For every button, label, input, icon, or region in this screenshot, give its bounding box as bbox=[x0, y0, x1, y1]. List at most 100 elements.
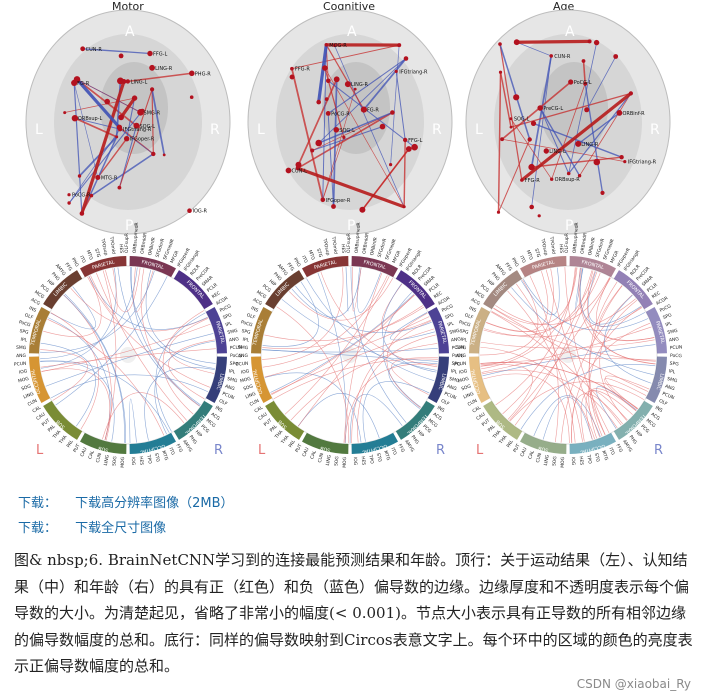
node-label: FFG-R bbox=[295, 67, 310, 73]
chord bbox=[40, 348, 216, 368]
region-label: TPO bbox=[585, 453, 593, 464]
lobe-segment bbox=[645, 307, 667, 354]
region-label: MCG bbox=[473, 289, 486, 300]
region-label: ORBsupmedR bbox=[572, 222, 580, 253]
lobe-label: SUB bbox=[277, 418, 289, 430]
region-label: IOG bbox=[241, 368, 251, 375]
chord bbox=[598, 285, 643, 328]
node bbox=[390, 110, 395, 115]
chord bbox=[284, 276, 390, 415]
region-label: THA bbox=[279, 433, 290, 446]
side-label-left: L bbox=[258, 443, 266, 458]
region-label: PCUN bbox=[236, 361, 249, 368]
region-label: PCG bbox=[261, 283, 272, 294]
node bbox=[333, 44, 337, 48]
region-label: OLF bbox=[246, 312, 257, 321]
lobe-segment bbox=[569, 256, 616, 278]
node-label: IFGoper-R bbox=[130, 137, 155, 143]
brain-panel-motor bbox=[25, 9, 231, 235]
node-label: CUN-R bbox=[86, 47, 103, 53]
lobe-label: SUB bbox=[495, 418, 507, 430]
download-fullsize-link[interactable]: 下载全尺寸图像 bbox=[75, 521, 167, 536]
edge bbox=[74, 117, 118, 138]
region-label: ANG bbox=[238, 353, 249, 359]
chord bbox=[483, 298, 636, 338]
region-label: MTG bbox=[382, 450, 391, 462]
region-label: PCUN bbox=[14, 361, 27, 368]
region-label: SPG bbox=[229, 361, 239, 368]
region-label: ACG bbox=[252, 297, 264, 307]
node-label: ORBsup-R bbox=[555, 177, 581, 183]
chord bbox=[273, 358, 438, 400]
chord bbox=[262, 281, 319, 347]
region-label: PHG bbox=[490, 271, 501, 282]
region-label: OLFsupR bbox=[564, 233, 570, 253]
region-label: FFG bbox=[285, 262, 295, 273]
chord bbox=[47, 319, 165, 436]
region-label: ORBmidR bbox=[361, 232, 370, 254]
node-label: CUN-L bbox=[291, 169, 307, 175]
edge bbox=[74, 117, 121, 130]
chord bbox=[290, 343, 438, 421]
region-label: INS bbox=[250, 305, 260, 314]
region-label: LING bbox=[325, 454, 333, 466]
region-label: ACGR bbox=[655, 295, 669, 306]
chord bbox=[349, 394, 403, 444]
region-label: MOG bbox=[458, 376, 471, 385]
chord bbox=[168, 339, 215, 400]
lobe-segment bbox=[29, 307, 51, 354]
download-label: 下载： bbox=[18, 521, 58, 536]
node-label: FG-R bbox=[367, 108, 380, 114]
chord bbox=[102, 270, 117, 440]
node bbox=[125, 79, 130, 84]
node bbox=[403, 56, 409, 61]
node-label: FFG-R bbox=[525, 178, 540, 184]
region-label: IPL bbox=[460, 337, 468, 344]
region-label: FFG bbox=[63, 262, 73, 273]
region-label: PCG bbox=[39, 283, 50, 294]
posterior-marker: P bbox=[565, 218, 573, 234]
node bbox=[575, 140, 582, 147]
edge bbox=[322, 137, 345, 200]
region-label: CAL bbox=[253, 405, 264, 415]
node bbox=[104, 98, 110, 105]
lobe-segment bbox=[265, 400, 305, 440]
lobe-segment bbox=[483, 270, 523, 310]
chord bbox=[90, 268, 118, 314]
lobe-label: PARIETAL bbox=[214, 320, 226, 344]
chord bbox=[264, 316, 430, 378]
chord bbox=[520, 364, 656, 430]
chord bbox=[262, 267, 344, 360]
region-label: FFG bbox=[396, 443, 406, 454]
region-label: MOG bbox=[342, 456, 348, 468]
region-label: SPG bbox=[451, 361, 461, 368]
chord bbox=[357, 334, 436, 443]
edge bbox=[324, 67, 405, 208]
region-label: PCG bbox=[639, 424, 650, 435]
edge bbox=[82, 48, 151, 55]
region-label: SMG bbox=[456, 345, 467, 352]
lobe-segment bbox=[43, 270, 83, 310]
region-label: SMG bbox=[227, 328, 239, 336]
region-label: ANG bbox=[16, 353, 27, 359]
brain-panel-age bbox=[465, 9, 671, 235]
chord bbox=[145, 269, 216, 364]
region-label: PHG bbox=[292, 257, 302, 269]
region-label: PAL bbox=[47, 423, 57, 433]
node bbox=[67, 193, 71, 197]
download-hires-link[interactable]: 下载高分辨率图像（2MB） bbox=[75, 496, 234, 511]
lobe-segment bbox=[520, 432, 567, 454]
edge bbox=[390, 45, 400, 165]
region-label: CUN bbox=[249, 398, 260, 408]
node-label: IFGtriang-R bbox=[399, 69, 428, 75]
edge bbox=[327, 58, 407, 114]
node-label: FFG-L bbox=[408, 138, 422, 144]
node bbox=[379, 123, 386, 130]
region-label: MCG bbox=[427, 418, 439, 430]
region-label: THA bbox=[51, 428, 63, 440]
chord bbox=[482, 344, 656, 377]
region-label: PoCG bbox=[458, 319, 472, 328]
region-label: INS bbox=[468, 305, 478, 314]
region-label: OLF bbox=[218, 398, 229, 407]
chord bbox=[564, 267, 610, 433]
